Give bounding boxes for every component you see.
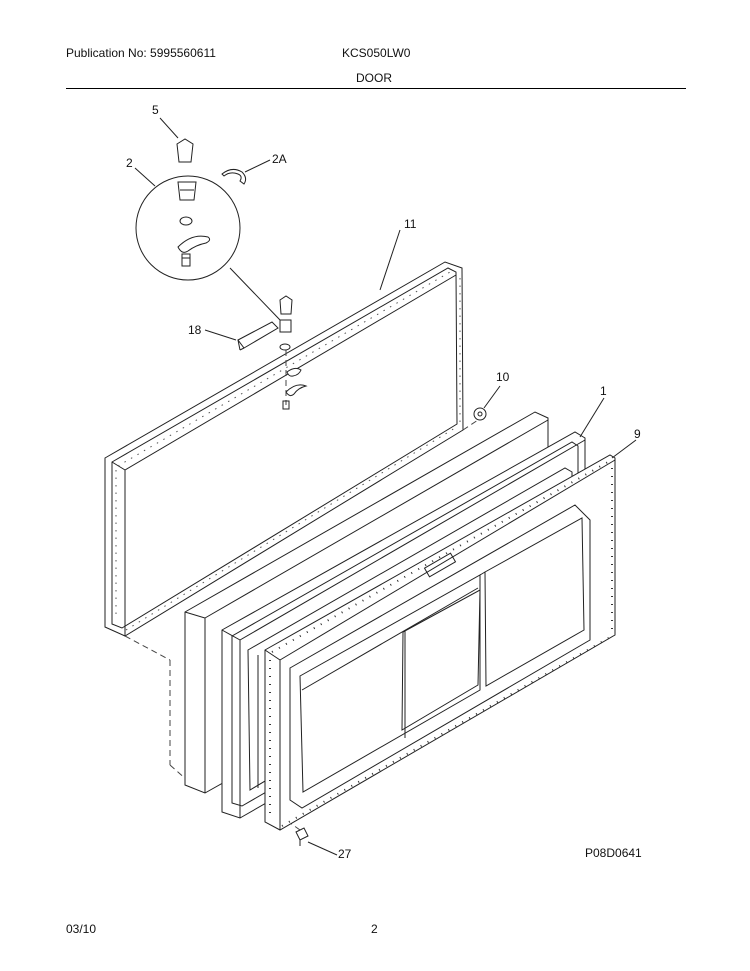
leader-lines: [134, 117, 637, 856]
outer-door-panel-11: [104, 261, 464, 637]
callout-2: 2: [126, 156, 133, 170]
section-title: DOOR: [356, 71, 392, 85]
part-27: [295, 827, 309, 846]
page-number: 2: [371, 922, 378, 936]
inner-liner-panel-9: [264, 454, 616, 831]
callout-9: 9: [634, 427, 641, 441]
callout-27: 27: [338, 847, 352, 861]
callout-10: 10: [496, 370, 510, 384]
callout-1: 1: [600, 384, 607, 398]
part-10: [473, 407, 487, 421]
part-5: [176, 138, 194, 163]
header-divider: [66, 88, 686, 89]
handle-18: [237, 321, 279, 351]
part-2a-clip: [221, 168, 247, 185]
callout-2a: 2A: [272, 152, 287, 166]
hinge-assembly-on-door: [279, 295, 308, 410]
publication-number: Publication No: 5995560611: [66, 46, 216, 60]
callout-11: 11: [404, 217, 417, 231]
assembly-guide-lines: [124, 350, 479, 831]
callout-18: 18: [188, 323, 202, 337]
model-number: KCS050LW0: [342, 46, 411, 60]
hinge-detail-circle-2: [135, 175, 241, 281]
footer-date: 03/10: [66, 922, 97, 936]
callout-5: 5: [152, 103, 159, 117]
figure-code: P08D0641: [585, 846, 642, 860]
